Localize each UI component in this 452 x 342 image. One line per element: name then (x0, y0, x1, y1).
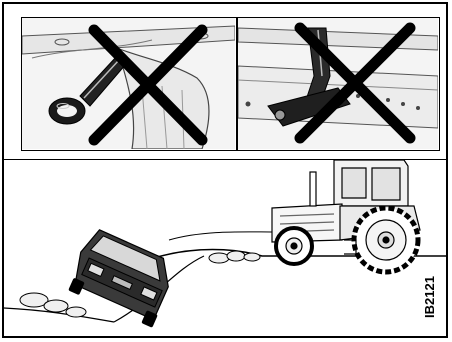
bracket-panel (237, 17, 440, 151)
tractor-towing-scene (4, 160, 446, 336)
bracket-illustration (238, 18, 438, 149)
illustration-frame: IB2121 (2, 2, 448, 338)
towing-eye-illustration (22, 18, 235, 149)
towing-eye-panel (21, 17, 237, 151)
tractor (272, 160, 420, 272)
tractor-towing-illustration (4, 160, 446, 336)
figure-reference-code: IB2121 (420, 262, 440, 332)
